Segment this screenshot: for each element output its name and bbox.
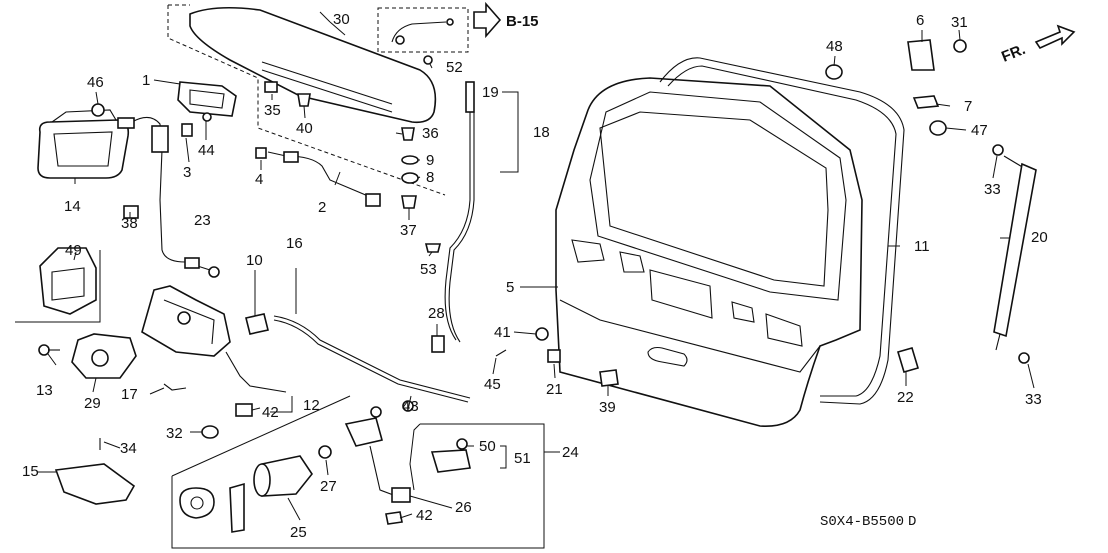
callout: 14 (64, 198, 81, 215)
callout: 13 (36, 382, 53, 399)
callout: 36 (422, 125, 439, 142)
callout: 17 (121, 386, 138, 403)
b15-reference (377, 1, 502, 53)
front-direction-label: FR. (999, 41, 1028, 66)
callout: 24 (562, 444, 579, 461)
callout: 18 (533, 124, 550, 141)
callout: 48 (826, 38, 843, 55)
callout: 26 (455, 499, 472, 516)
callout: 5 (506, 279, 514, 296)
callout: 12 (303, 397, 320, 414)
callout: 41 (494, 324, 511, 341)
callout: 33 (1025, 391, 1042, 408)
callout: 20 (1031, 229, 1048, 246)
callout: 8 (426, 169, 434, 186)
callout: 52 (446, 59, 463, 76)
weatherstrip (659, 57, 905, 405)
callout: 31 (951, 14, 968, 31)
callout: 37 (400, 222, 417, 239)
callouts: 1 2 3 4 5 6 7 8 9 10 11 12 13 14 15 16 1… (22, 11, 1048, 541)
callout: 34 (120, 440, 137, 457)
spoiler-group (167, 4, 446, 196)
callout: 1 (142, 72, 150, 89)
leader-lines (38, 11, 1035, 521)
callout: 42 (262, 404, 279, 421)
callout: 32 (166, 425, 183, 442)
section-reference: B-15 (506, 13, 539, 30)
nut-46 (91, 103, 105, 117)
callout: 15 (22, 463, 39, 480)
callout: 39 (599, 399, 616, 416)
tailgate-panel (555, 77, 863, 427)
callout: 49 (65, 242, 82, 259)
callout: 46 (87, 74, 104, 91)
fr-arrow-icon (1034, 24, 1076, 50)
callout: 53 (420, 261, 437, 278)
callout: 42 (416, 507, 433, 524)
callout: 38 (121, 215, 138, 232)
callout: 28 (428, 305, 445, 322)
callout: 9 (426, 152, 434, 169)
callout: 21 (546, 381, 563, 398)
callout: 25 (290, 524, 307, 541)
callout: 29 (84, 395, 101, 412)
diagram-code-main: S0X4-B5500 (820, 514, 904, 530)
callout: 22 (897, 389, 914, 406)
callout: 7 (964, 98, 972, 115)
arrow-right-icon (473, 1, 502, 39)
callout: 47 (971, 122, 988, 139)
callout: 35 (264, 102, 281, 119)
callout: 30 (333, 11, 350, 28)
tailgate (555, 77, 863, 427)
tailgate-handle (37, 109, 130, 179)
callout: 40 (296, 120, 313, 137)
callout: 51 (514, 450, 531, 467)
callout: 23 (194, 212, 211, 229)
callout: 16 (286, 235, 303, 252)
callout: 4 (255, 171, 263, 188)
callout: 27 (320, 478, 337, 495)
callout: 2 (318, 199, 326, 216)
diagram-code-suffix: D (908, 514, 916, 530)
callout: 10 (246, 252, 263, 269)
callout: 45 (484, 376, 501, 393)
rear-spoiler (189, 6, 437, 124)
callout: 33 (984, 181, 1001, 198)
callout: 3 (183, 164, 191, 181)
callout: 44 (198, 142, 215, 159)
gas-strut (992, 144, 1037, 364)
callout: 19 (482, 84, 499, 101)
callout: 50 (479, 438, 496, 455)
callout: 6 (916, 12, 924, 29)
cylinder-bezel (179, 487, 215, 519)
callout: 43 (402, 398, 419, 415)
callout: 11 (914, 238, 930, 255)
